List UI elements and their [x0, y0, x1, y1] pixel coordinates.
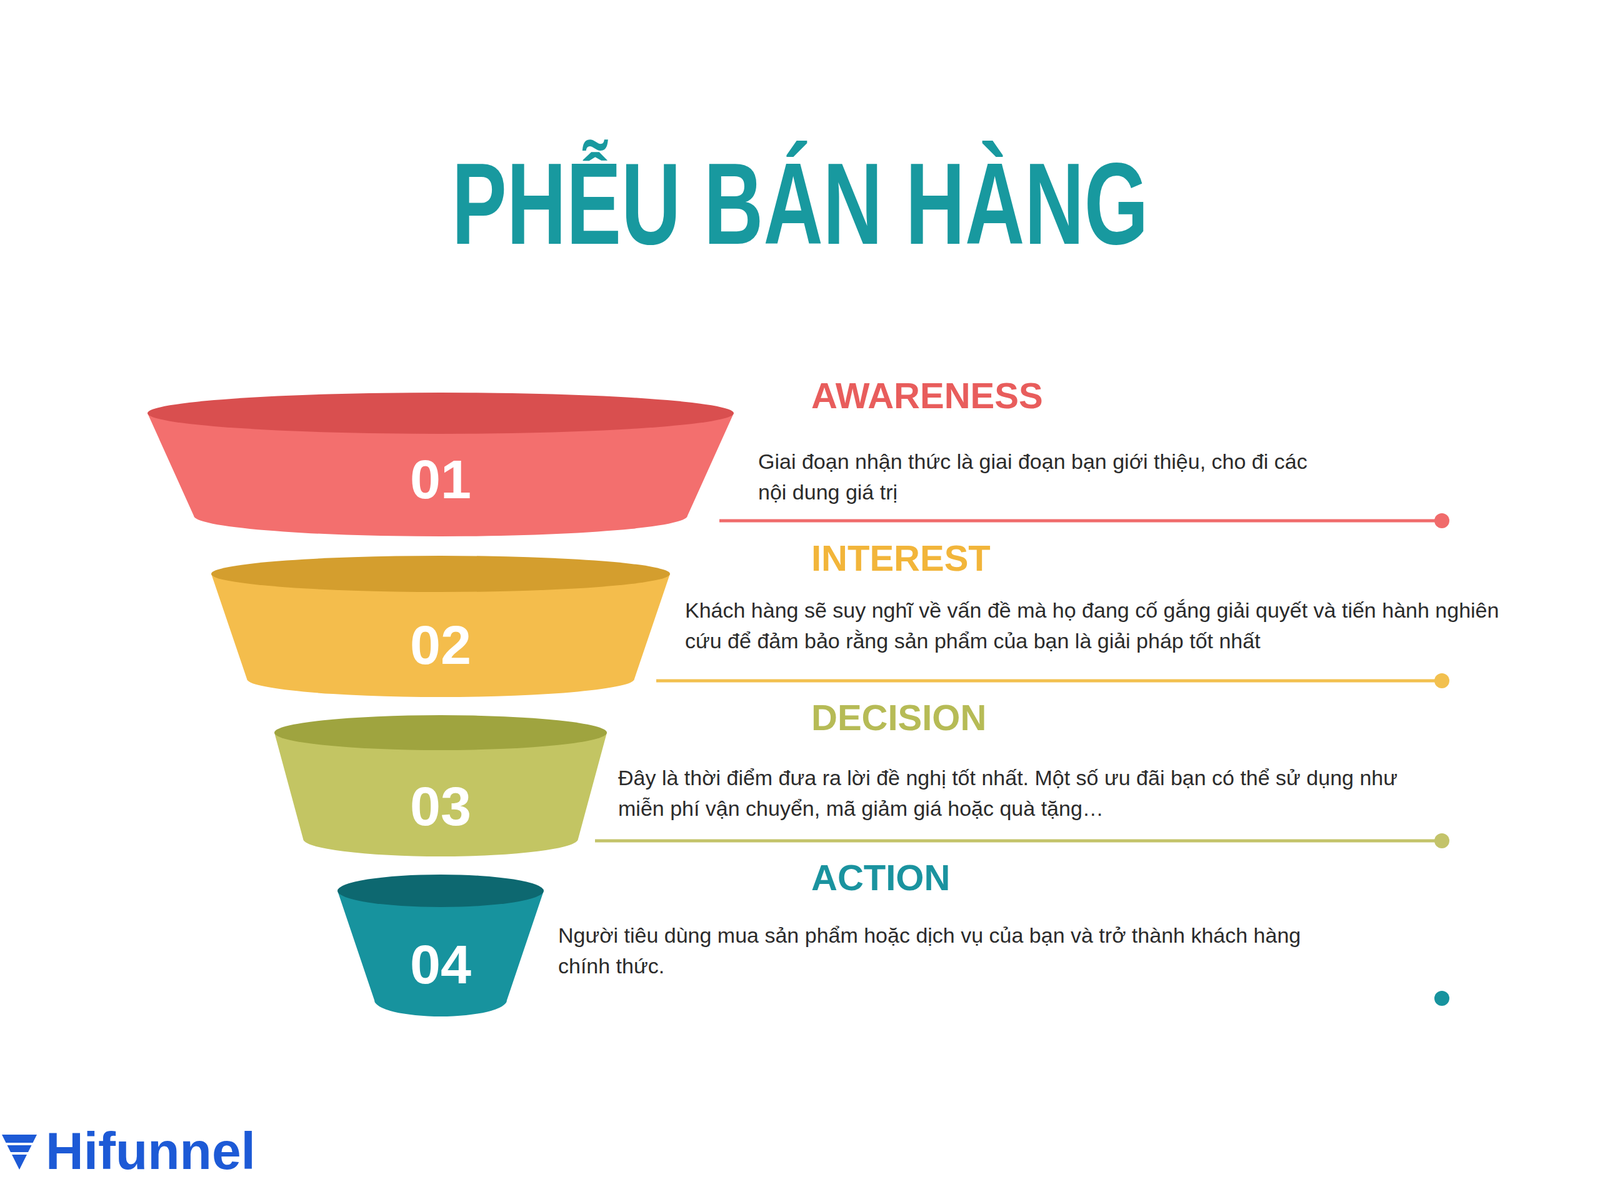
leader-line	[595, 839, 1442, 843]
stage-heading: ACTION	[811, 859, 1374, 896]
funnel-stage: 03 DECISION Đây là thời điểm đưa ra lời đề…	[137, 698, 1525, 858]
logo-icon	[1, 1134, 37, 1170]
stage-heading: AWARENESS	[811, 377, 1374, 414]
stage-heading: INTEREST	[811, 540, 1374, 577]
step-number: 04	[346, 936, 535, 992]
leader-dot	[1434, 833, 1450, 849]
stage-heading: DECISION	[811, 699, 1374, 736]
stage-description: Đây là thời điểm đưa ra lời đề nghị tốt …	[618, 762, 1444, 824]
brand-logo: Hifunnel	[45, 1124, 256, 1177]
diagram-title: PHỄU BÁN HÀNG	[0, 146, 1600, 263]
funnel-band-top	[337, 874, 544, 907]
leader-dot	[1434, 990, 1450, 1006]
stage-description: Giai đoạn nhận thức là giai đoạn bạn giớ…	[758, 446, 1340, 508]
funnel-stage: 02 INTEREST Khách hàng sẽ suy nghĩ về vấn …	[137, 538, 1525, 699]
stage-description: Người tiêu dùng mua sản phẩm hoặc dịch v…	[558, 920, 1334, 982]
step-number: 01	[346, 451, 535, 507]
step-number: 03	[346, 778, 535, 834]
leader-dot	[1434, 513, 1450, 529]
funnel-stage: 01 AWARENESS Giai đoạn nhận thức là giai đ…	[137, 365, 1525, 539]
step-number: 02	[346, 617, 535, 673]
funnel-band-body	[337, 890, 544, 1017]
funnel-stage: 04 ACTION Người tiêu dùng mua sản phẩm hoặ…	[137, 857, 1525, 1025]
funnel-band-body	[274, 732, 607, 857]
funnel-band-top	[147, 392, 734, 434]
logo-stripe	[1, 1151, 37, 1155]
logo-stripe	[1, 1142, 37, 1145]
leader-line	[656, 679, 1442, 683]
leader-line	[719, 519, 1442, 523]
funnel-band-top	[274, 715, 607, 750]
stage-description: Khách hàng sẽ suy nghĩ về vấn đề mà họ đ…	[685, 595, 1510, 657]
funnel-band-body	[211, 573, 670, 697]
funnel-band-top	[211, 555, 670, 592]
leader-dot	[1434, 673, 1450, 689]
